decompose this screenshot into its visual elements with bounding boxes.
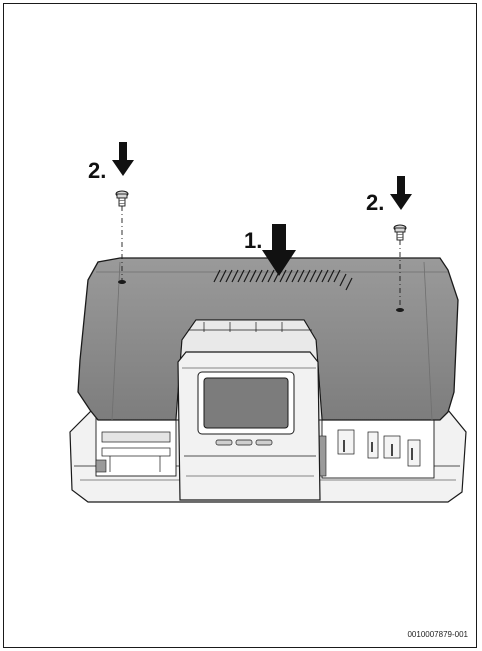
right-terminal-area xyxy=(317,417,435,479)
display-screen xyxy=(203,377,289,429)
screw-icon xyxy=(393,224,407,241)
figure-border xyxy=(3,3,477,648)
left-screw-hole xyxy=(118,280,126,284)
control-unit xyxy=(177,351,321,501)
left-terminal-area xyxy=(95,417,177,477)
control-buttons xyxy=(215,439,273,446)
step-2-left-label: 2. xyxy=(88,158,107,183)
step-1-label: 1. xyxy=(244,228,263,253)
screw-icon xyxy=(115,190,129,207)
figure-id: 0010007879-001 xyxy=(407,630,468,639)
down-arrow-icon xyxy=(390,176,412,210)
down-arrow-icon xyxy=(262,224,296,276)
right-screw-hole xyxy=(396,308,404,312)
cover-vents xyxy=(213,269,353,291)
down-arrow-icon xyxy=(112,142,134,176)
screw-guide-lines xyxy=(121,206,401,308)
step-2-right-label: 2. xyxy=(366,190,385,215)
